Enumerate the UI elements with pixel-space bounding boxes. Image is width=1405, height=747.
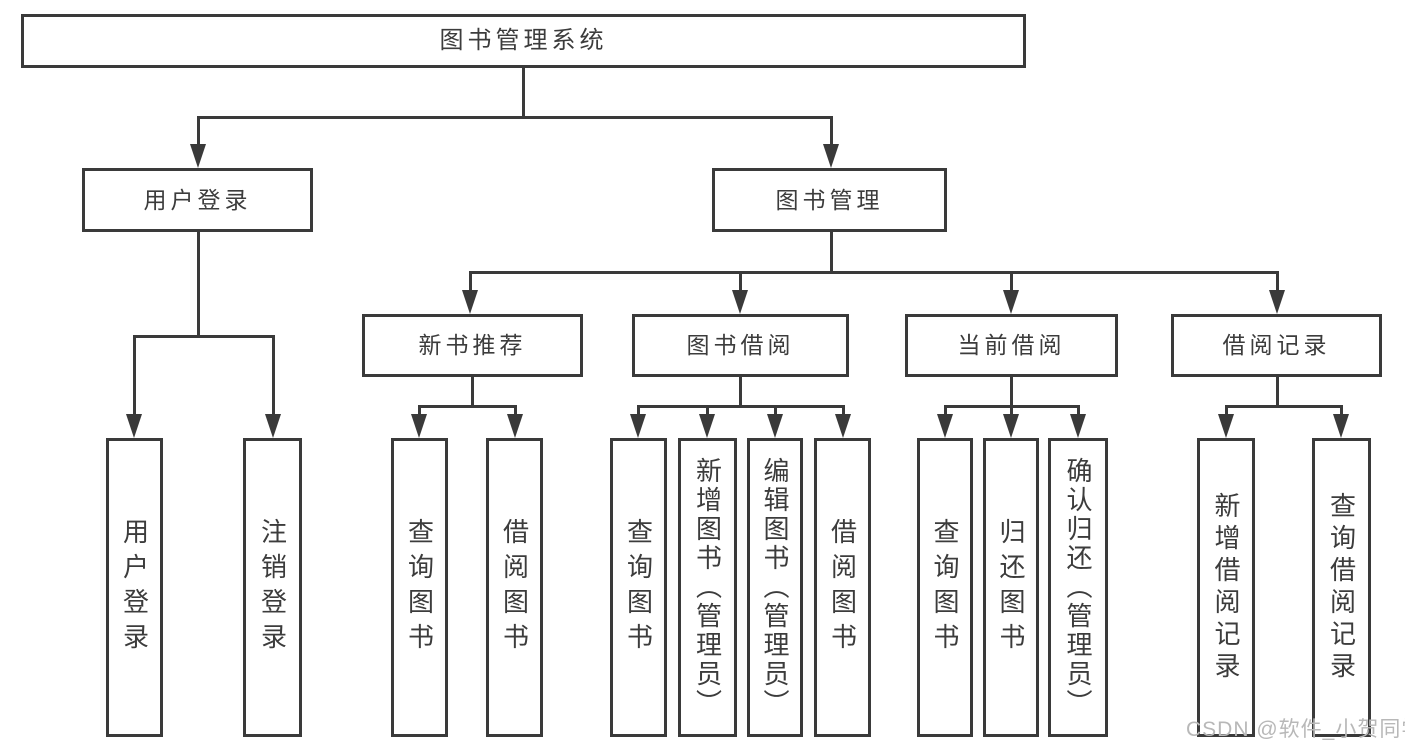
node-leaf-query-book-3: 查询图书 [917, 438, 973, 737]
node-new-book-recommend: 新书推荐 [362, 314, 583, 377]
connector-drop [196, 117, 200, 150]
node-leaf-add-book: 新增图书（管理员） [678, 438, 737, 737]
node-current-borrowing: 当前借阅 [905, 314, 1118, 377]
node-label-leaf-edit-book: 编辑图书（管理员） [760, 457, 790, 718]
node-root: 图书管理系统 [21, 14, 1026, 68]
node-label-leaf-query-borrow-record: 查询借阅记录 [1326, 491, 1357, 684]
node-label-book-management: 图书管理 [775, 186, 884, 213]
node-label-leaf-return-book: 归还图书 [996, 517, 1026, 658]
connector-stem [829, 232, 833, 272]
arrow-down-icon [937, 414, 953, 438]
node-user-login: 用户登录 [82, 168, 313, 232]
connector-bar [1224, 404, 1343, 408]
node-label-leaf-query-book-3: 查询图书 [930, 517, 960, 658]
node-borrowing-records: 借阅记录 [1171, 314, 1382, 377]
node-label-user-login: 用户登录 [143, 186, 252, 213]
arrow-down-icon [699, 414, 715, 438]
connector-drop [1275, 272, 1279, 296]
connector-stem [470, 377, 474, 406]
connector-drop [705, 406, 709, 420]
node-label-current-borrowing: 当前借阅 [957, 332, 1066, 358]
arrow-down-icon [462, 290, 478, 314]
arrow-down-icon [190, 144, 206, 168]
arrow-down-icon [1269, 290, 1285, 314]
node-leaf-borrow-book-2: 借阅图书 [814, 438, 871, 737]
arrow-down-icon [1333, 414, 1349, 438]
connector-drop [841, 406, 845, 420]
arrow-down-icon [835, 414, 851, 438]
connector-stem [196, 232, 200, 336]
connector-drop [271, 336, 275, 420]
arrow-down-icon [1003, 414, 1019, 438]
node-label-leaf-query-book-2: 查询图书 [623, 517, 654, 658]
node-leaf-edit-book: 编辑图书（管理员） [747, 438, 803, 737]
arrow-down-icon [1218, 414, 1234, 438]
arrow-down-icon [411, 414, 427, 438]
arrow-down-icon [1003, 290, 1019, 314]
connector-bar [636, 404, 845, 408]
connector-drop [1009, 272, 1013, 296]
connector-stem [1009, 377, 1013, 406]
node-label-borrowing-records: 借阅记录 [1222, 332, 1331, 358]
connector-bar [132, 334, 275, 338]
node-leaf-query-book-2: 查询图书 [610, 438, 667, 737]
arrow-down-icon [823, 144, 839, 168]
node-leaf-query-book-1: 查询图书 [391, 438, 448, 737]
node-leaf-return-book: 归还图书 [983, 438, 1039, 737]
arrow-down-icon [732, 290, 748, 314]
connector-drop [513, 406, 517, 420]
connector-bar [417, 404, 517, 408]
node-label-leaf-borrow-book-1: 借阅图书 [499, 517, 530, 658]
arrow-down-icon [1070, 414, 1086, 438]
node-label-leaf-query-book-1: 查询图书 [404, 517, 435, 658]
node-label-leaf-confirm-return: 确认归还（管理员） [1063, 457, 1093, 718]
node-leaf-confirm-return: 确认归还（管理员） [1048, 438, 1108, 737]
connector-bar [468, 270, 1279, 274]
arrow-down-icon [767, 414, 783, 438]
node-label-leaf-borrow-book-2: 借阅图书 [827, 517, 858, 658]
connector-drop [829, 117, 833, 150]
connector-drop [773, 406, 777, 420]
node-label-leaf-add-borrow-record: 新增借阅记录 [1211, 491, 1241, 684]
arrow-down-icon [630, 414, 646, 438]
connector-drop [1224, 406, 1228, 420]
connector-drop [417, 406, 421, 420]
node-leaf-borrow-book-1: 借阅图书 [486, 438, 543, 737]
connector-drop [1009, 406, 1013, 420]
connector-drop [738, 272, 742, 296]
node-label-book-borrowing: 图书借阅 [686, 332, 795, 358]
connector-drop [1076, 406, 1080, 420]
connector-stem [738, 377, 742, 406]
node-leaf-query-borrow-record: 查询借阅记录 [1312, 438, 1371, 737]
node-label-leaf-logout: 注销登录 [257, 517, 288, 658]
node-label-leaf-user-login: 用户登录 [119, 517, 150, 658]
arrow-down-icon [126, 414, 142, 438]
connector-drop [132, 336, 136, 420]
connector-stem [1275, 377, 1279, 406]
connector-drop [1339, 406, 1343, 420]
connector-drop [468, 272, 472, 296]
connector-stem [521, 68, 525, 117]
node-label-root: 图书管理系统 [439, 27, 608, 54]
node-leaf-user-login: 用户登录 [106, 438, 163, 737]
node-book-management: 图书管理 [712, 168, 947, 232]
connector-drop [943, 406, 947, 420]
connector-drop [636, 406, 640, 420]
arrow-down-icon [507, 414, 523, 438]
connector-bar [196, 115, 833, 119]
node-label-new-book-recommend: 新书推荐 [418, 332, 527, 358]
csdn-watermark: CSDN @软件_小贺同学 [1186, 718, 1405, 741]
node-book-borrowing: 图书借阅 [632, 314, 849, 377]
node-label-leaf-add-book: 新增图书（管理员） [692, 457, 723, 718]
node-leaf-logout: 注销登录 [243, 438, 302, 737]
node-leaf-add-borrow-record: 新增借阅记录 [1197, 438, 1255, 737]
arrow-down-icon [265, 414, 281, 438]
